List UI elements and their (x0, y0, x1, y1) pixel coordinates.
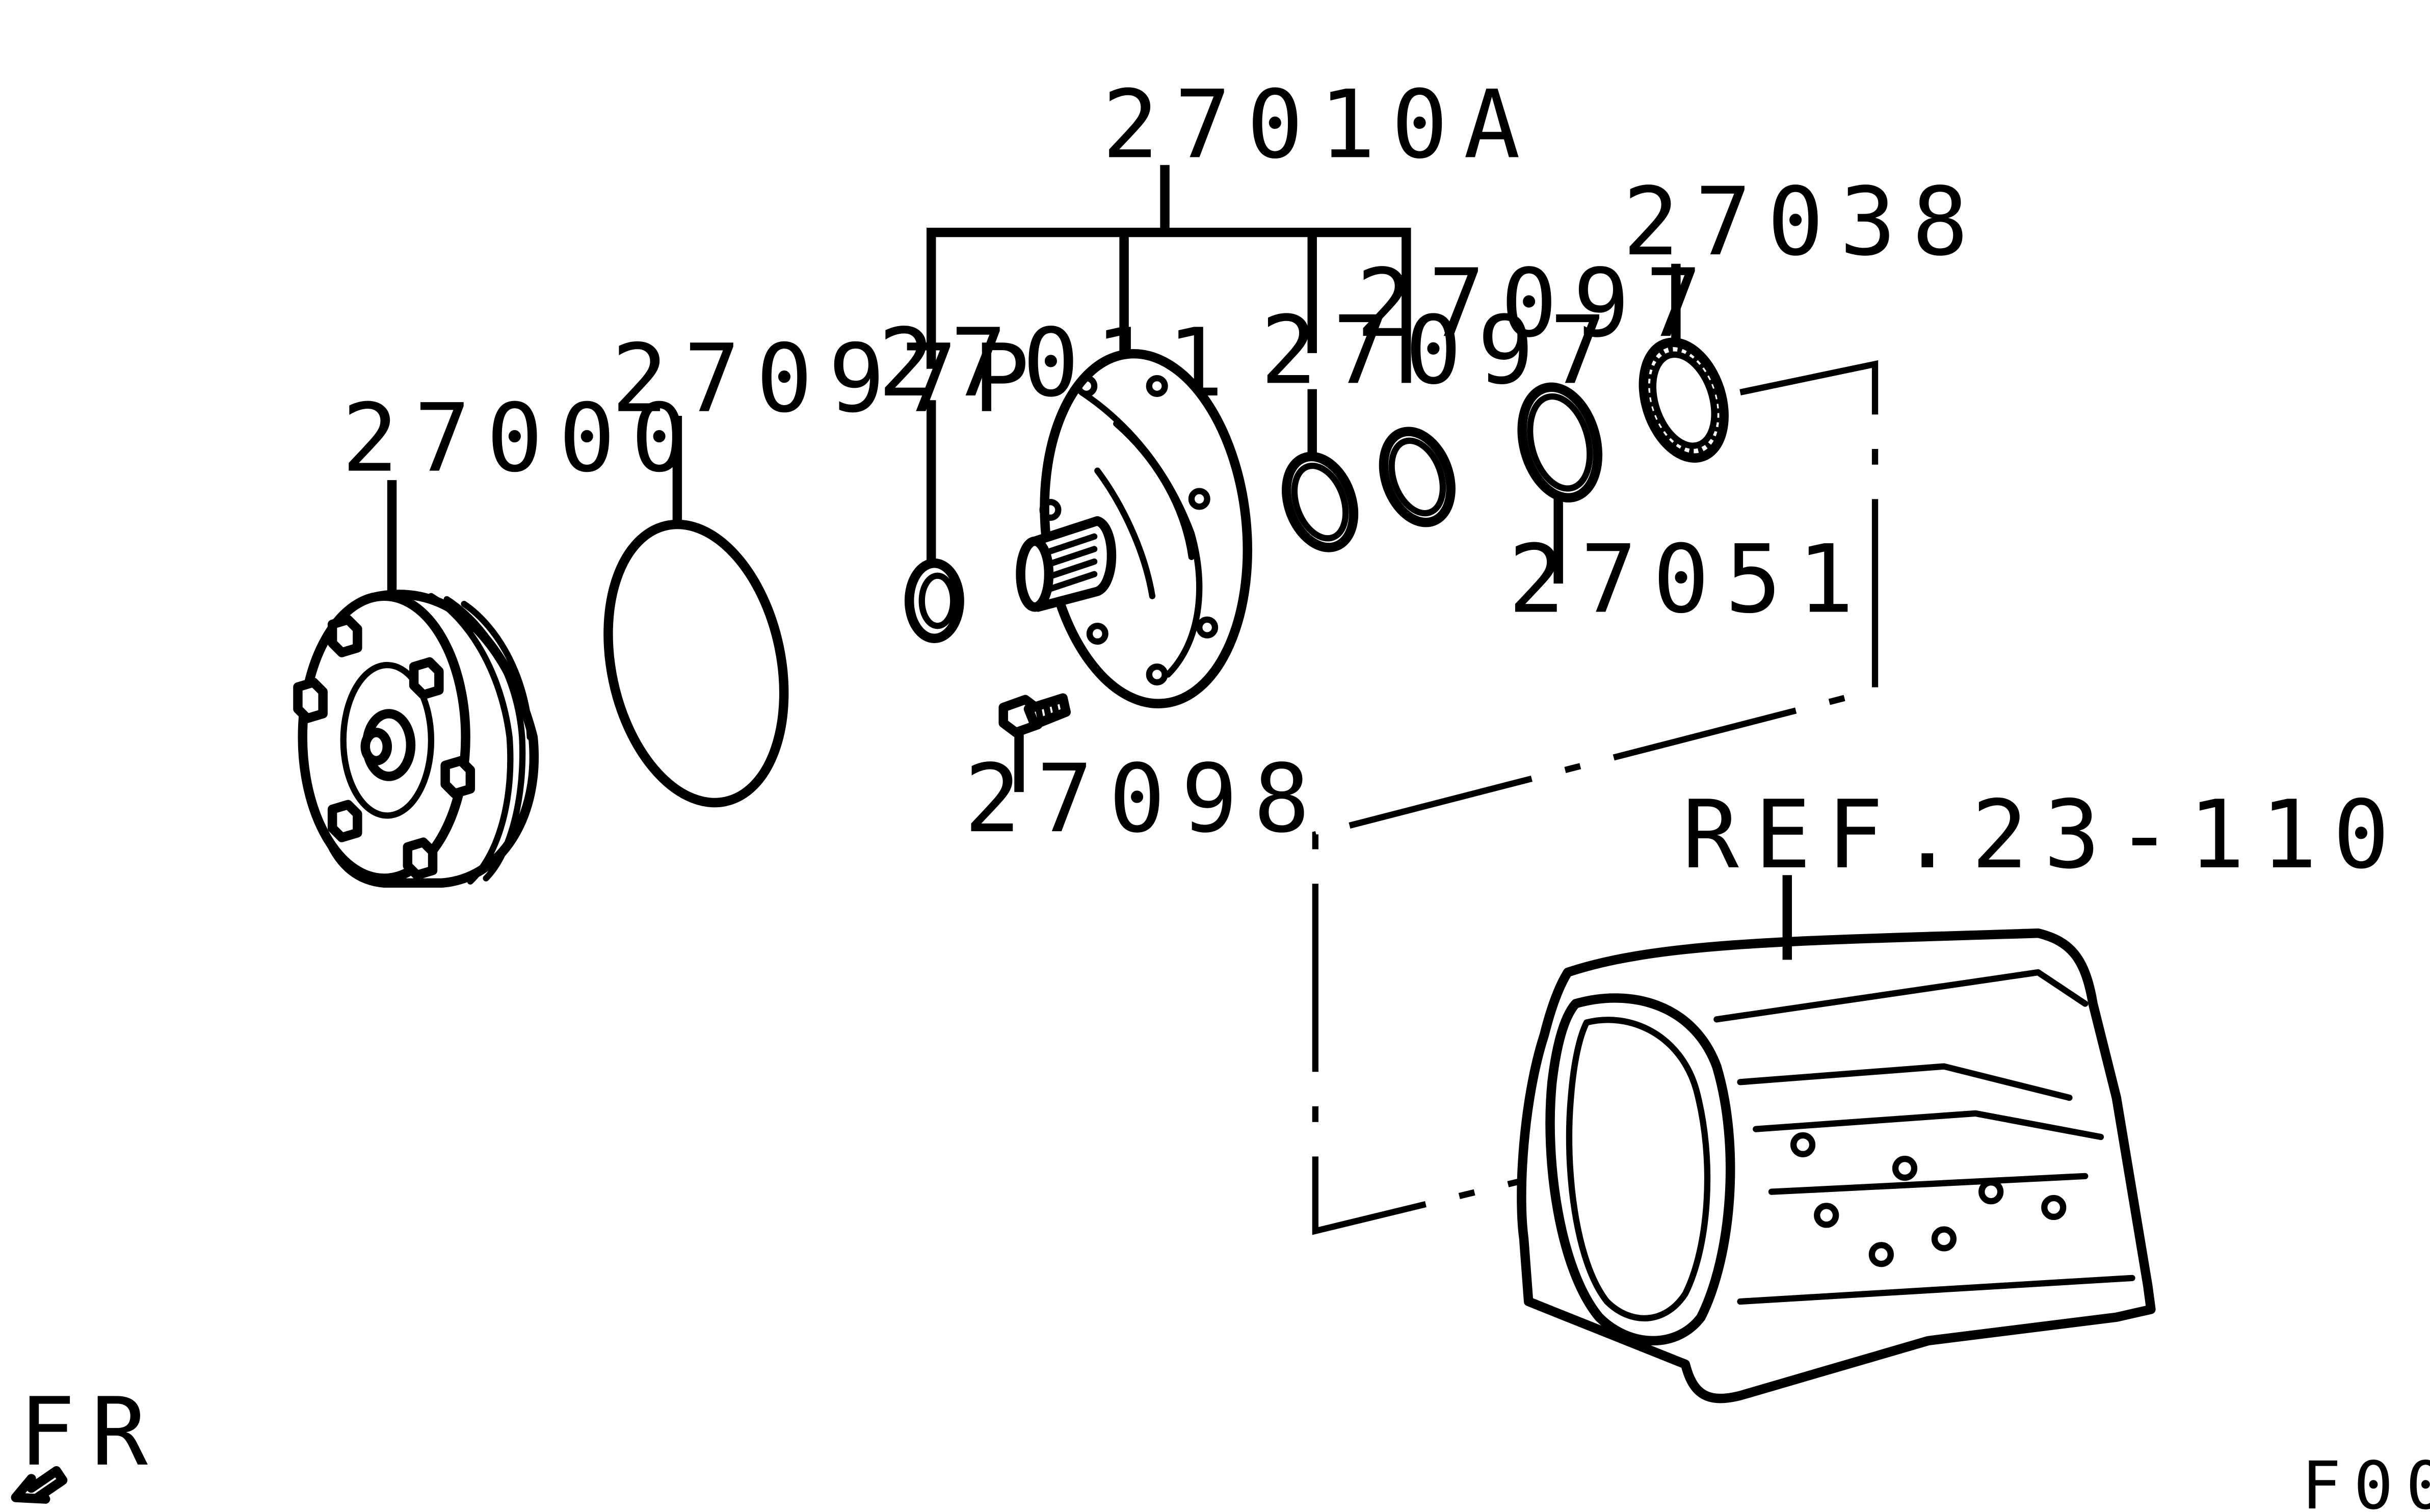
converter-label: 27000 (342, 384, 703, 493)
oil-seal[interactable] (904, 558, 964, 644)
transmission-case[interactable] (1517, 928, 2156, 1403)
ring-b-label: 27097 (1356, 249, 1718, 358)
thrust-bearing[interactable] (1629, 332, 1738, 468)
assembly-label: 27010A (1102, 70, 1536, 179)
figure-code: F00072 (2302, 1448, 2430, 1512)
oring-label: 27097P (612, 324, 1045, 434)
torque-converter[interactable] (293, 590, 539, 888)
reference-label: REF.23-110 (1682, 780, 2406, 890)
bolt[interactable] (998, 693, 1071, 737)
thrust-bearing-label: 27038 (1623, 167, 1984, 277)
oil-pump[interactable] (1016, 343, 1264, 713)
front-direction-indicator: FR (11, 1377, 164, 1504)
thrust-washer-label: 27051 (1508, 524, 1869, 634)
front-indicator-label: FR (19, 1377, 164, 1487)
thrust-washer[interactable] (1511, 379, 1609, 507)
seal-ring-a[interactable] (1275, 447, 1366, 557)
seal-ring-b[interactable] (1371, 422, 1463, 532)
o-ring[interactable] (584, 508, 808, 819)
front-arrow-icon (11, 1466, 68, 1504)
bolt-label: 27098 (964, 744, 1326, 854)
